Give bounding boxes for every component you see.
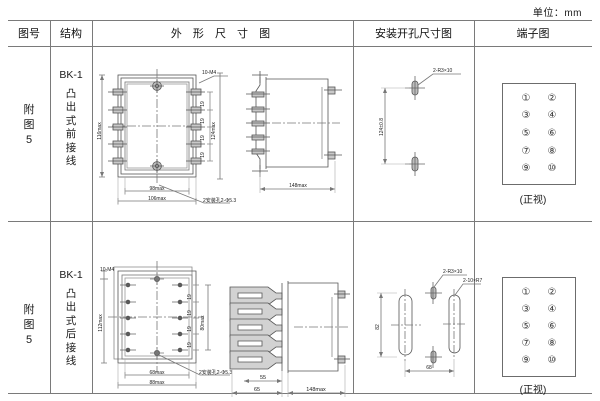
column-rule-1 — [50, 21, 51, 393]
terminal-number: ⑥ — [547, 127, 557, 139]
dim-pitch: 19 — [187, 326, 193, 332]
terminal-number: ③ — [521, 303, 531, 315]
model-label: BK-1 — [59, 269, 83, 281]
fig-no-char: 5 — [25, 334, 33, 346]
dim-pitch: 19 — [200, 152, 206, 158]
structure-char: 线 — [65, 155, 77, 167]
spec-table: 图号 结构 外 形 尺 寸 图 安装开孔尺寸图 端子图 附 图 5 BK-1 凸… — [8, 20, 592, 397]
row-2-fig-no: 附 图 5 — [8, 303, 50, 348]
structure-char: 前 — [65, 128, 77, 140]
row-2-mounting-view: 82 68 2-R3×10 2-10×R7 — [363, 265, 483, 395]
terminal-number: ⑧ — [547, 338, 557, 350]
dim-depth: 148max — [306, 387, 326, 393]
row-1-terminal-caption: (正视) — [519, 195, 547, 206]
structure-char: 式 — [65, 314, 77, 327]
row-1-side-view: 148max — [236, 57, 348, 207]
fig-no-char: 5 — [25, 134, 33, 146]
terminal-number: ⑧ — [547, 145, 557, 157]
terminal-number-grid: ① ② ③ ④ ⑤ ⑥ ⑦ ⑧ ⑨ ⑩ — [503, 278, 575, 376]
terminal-number-grid: ① ② ③ ④ ⑤ ⑥ ⑦ ⑧ ⑨ ⑩ — [503, 84, 575, 184]
dim-depth: 148max — [289, 183, 307, 189]
table-header-row: 图号 结构 外 形 尺 寸 图 安装开孔尺寸图 端子图 — [8, 21, 592, 47]
dim-height-overall: 112max — [98, 314, 104, 332]
dim-hole-note: 2安装孔2-Φ5.3 — [203, 197, 236, 204]
dim-pitch: 19 — [187, 294, 193, 300]
dim-pitch: 19 — [187, 310, 193, 316]
terminal-number: ⑤ — [521, 320, 531, 332]
dim-hole-note: 2安装孔2-Φ5.3 — [199, 369, 232, 376]
column-rule-2 — [92, 21, 93, 393]
dim-slot2: 2-10×R7 — [463, 278, 483, 284]
unit-note: 单位：mm — [532, 8, 582, 19]
model-label: BK-1 — [59, 69, 83, 81]
dim-pitch: 19 — [187, 342, 193, 348]
header-fig-no: 图号 — [18, 28, 40, 40]
structure-char: 式 — [65, 114, 77, 127]
terminal-number: ⑦ — [521, 145, 531, 157]
terminal-number: ⑦ — [521, 338, 531, 350]
dim-pitch: 19 — [200, 135, 206, 141]
dim-pitch: 19 — [200, 118, 206, 124]
dim-terminal-label: 10-M4 — [202, 70, 216, 76]
column-rule-3 — [353, 21, 354, 393]
structure-char: 线 — [65, 355, 77, 367]
dim-terminal-label: 10-M4 — [100, 267, 114, 273]
terminal-number: ⑨ — [521, 355, 531, 367]
dim-width-inner: 98max — [149, 186, 165, 192]
terminal-number: ① — [521, 286, 531, 298]
row-1-front-view: 116max 124max 10-M4 19 19 19 19 98max 10… — [92, 53, 236, 213]
terminal-number: ③ — [521, 110, 531, 122]
terminal-number: ⑨ — [521, 163, 531, 175]
dim-height-overall: 116max — [97, 122, 103, 140]
terminal-number: ⑥ — [547, 320, 557, 332]
dim-right-height: 124max — [211, 122, 217, 140]
terminal-number: ② — [547, 286, 557, 298]
dim-width-outer: 106max — [148, 196, 166, 202]
fig-no-char: 图 — [23, 319, 35, 331]
fig-no-char: 附 — [23, 104, 35, 116]
dim-horizontal: 68 — [426, 365, 432, 371]
structure-char: 后 — [65, 328, 77, 340]
fig-no-char: 图 — [23, 119, 35, 131]
header-structure: 结构 — [60, 28, 82, 40]
row-2-structure: BK-1 凸 出 式 后 接 线 — [50, 269, 92, 369]
dim-vertical: 124±0.8 — [379, 118, 385, 136]
row-1-terminal-box: ① ② ③ ④ ⑤ ⑥ ⑦ ⑧ ⑨ ⑩ — [502, 83, 576, 185]
header-mounting: 安装开孔尺寸图 — [375, 28, 452, 40]
dim-slot: 2-R3×10 — [433, 68, 453, 74]
structure-char: 凸 — [65, 287, 77, 300]
row-2-front-view: 10-M4 112max 80max 19 19 19 19 68max 88m… — [92, 249, 232, 399]
structure-char: 凸 — [65, 87, 77, 100]
row-2-terminal-caption: (正视) — [519, 385, 547, 396]
header-outline: 外 形 尺 寸 图 — [170, 28, 275, 40]
structure-char: 接 — [65, 141, 77, 154]
terminal-number: ⑩ — [547, 163, 557, 175]
column-rule-4 — [474, 21, 475, 393]
dim-width-inner: 68max — [149, 370, 165, 376]
row-2-terminal-box: ① ② ③ ④ ⑤ ⑥ ⑦ ⑧ ⑨ ⑩ — [502, 277, 576, 377]
structure-char: 出 — [65, 101, 77, 113]
row-divider — [8, 221, 592, 222]
dim-vertical: 82 — [375, 324, 381, 330]
dim-right-height: 80max — [200, 315, 206, 331]
dim-a: 55 — [260, 375, 266, 381]
terminal-number: ② — [547, 92, 557, 104]
row-1-mounting-view: 124±0.8 2-R3×10 — [363, 61, 473, 201]
dim-width-outer: 88max — [149, 380, 165, 386]
dim-pitch: 19 — [200, 101, 206, 107]
terminal-number: ④ — [547, 303, 557, 315]
fig-no-char: 附 — [23, 304, 35, 316]
row-1-fig-no: 附 图 5 — [8, 103, 50, 148]
terminal-number: ① — [521, 92, 531, 104]
structure-char: 出 — [65, 301, 77, 313]
row-2-side-view: 55 65 148max — [224, 271, 352, 401]
structure-char: 接 — [65, 341, 77, 354]
terminal-number: ⑤ — [521, 127, 531, 139]
dim-slot: 2-R3×10 — [443, 269, 463, 275]
terminal-number: ⑩ — [547, 355, 557, 367]
row-1-structure: BK-1 凸 出 式 前 接 线 — [50, 69, 92, 169]
terminal-number: ④ — [547, 110, 557, 122]
header-terminal: 端子图 — [516, 28, 550, 40]
dim-b: 65 — [254, 387, 260, 393]
